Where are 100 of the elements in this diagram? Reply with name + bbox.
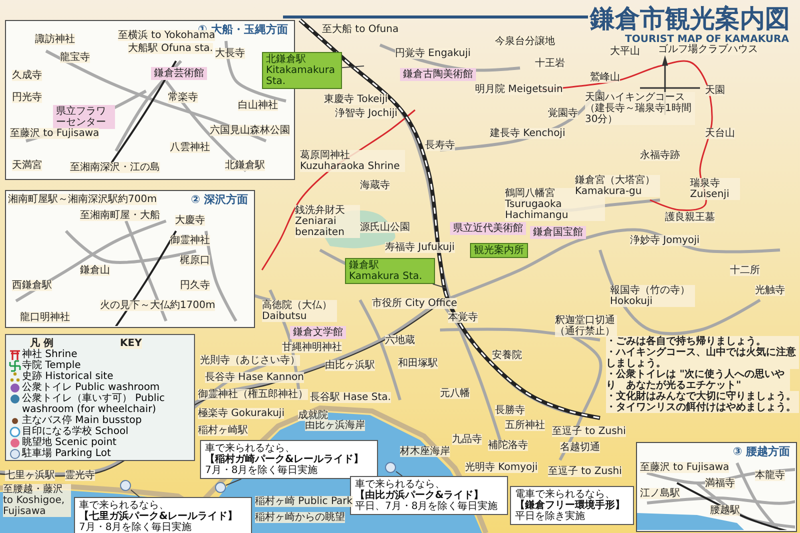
- place-label: 安養院: [492, 350, 522, 361]
- place-label: 稲村ヶ崎 Public Park: [255, 496, 353, 507]
- place-label: 東慶寺 Tokeiji: [324, 94, 388, 105]
- place-label: 由比ヶ浜海岸: [305, 420, 365, 431]
- place-label: 八雲神社: [170, 142, 210, 153]
- callout-box: [74, 497, 252, 533]
- box-label: Kitakamakura Sta.: [266, 65, 336, 87]
- box-label: 鎌倉国宝館: [533, 227, 583, 238]
- place-label: 火の見下～大仏約1700m: [100, 300, 216, 311]
- callout-box: [510, 486, 634, 525]
- leader-line: [342, 66, 364, 68]
- place-label: 鷲峰山: [590, 72, 620, 83]
- place-label: 円久寺: [180, 280, 210, 291]
- place-label: 至逗子 to Zushi: [548, 466, 622, 477]
- place-label: 諏訪神社: [35, 34, 75, 45]
- place-label: 大船駅 Ofuna sta.: [128, 43, 213, 54]
- place-label: 光触寺: [755, 285, 785, 296]
- place-label: 十二所: [730, 265, 760, 276]
- place-label: 天台山: [705, 128, 735, 139]
- place-label: 本覚寺: [448, 312, 478, 323]
- place-label: 覚園寺: [548, 108, 578, 119]
- place-label: 本龍寺: [755, 470, 785, 481]
- place-label: 今泉台分譲地: [495, 36, 555, 47]
- place-label: 至大船 to Ofuna: [322, 24, 399, 35]
- note-text: ・文化財はみんなで大切に守りましょう。: [606, 391, 799, 402]
- place-label: 至逗子 to Zushi: [552, 426, 626, 437]
- callout-text: 【鎌倉フリー環境手形】: [515, 500, 626, 511]
- place-label: 建長寺 Kenchoji: [490, 128, 566, 139]
- place-label: 至湘南深沢・江の島: [70, 162, 160, 173]
- callout-text: 車で来られるなら、: [79, 500, 170, 511]
- place-label: 天満宮: [12, 160, 42, 171]
- place-label: 満福寺: [705, 478, 735, 489]
- box-label: 北鎌倉駅: [266, 54, 307, 65]
- place-label: 高徳院（大仏） Daibutsu: [262, 300, 337, 322]
- place-label: 白山神社: [238, 100, 278, 111]
- place-label: 寿福寺 Jufukuji: [385, 242, 455, 253]
- box-label: 県立近代美術館: [453, 223, 523, 234]
- legend-text: 神社 Shrine: [22, 349, 78, 360]
- place-label: 長谷駅 Hase Sta.: [310, 392, 391, 403]
- place-label: 常楽寺: [168, 92, 198, 103]
- callout-text: 【稲村ガ崎パーク&レールライド】: [205, 454, 365, 465]
- place-label: 御霊神社: [170, 235, 210, 246]
- place-label: 五所神社: [505, 420, 545, 431]
- place-label: 湘南町屋駅～湘南深沢駅約700m: [8, 194, 157, 205]
- place-label: 北鎌倉駅: [225, 160, 265, 171]
- place-label: 霊光寺: [65, 470, 95, 481]
- place-label: 鎌倉山: [80, 265, 110, 276]
- place-label: 天園ハイキングコース（建長寺～瑞泉寺1時間30分）: [585, 92, 695, 125]
- place-label: 六国見山森林公園: [210, 125, 290, 136]
- place-label: 海蔵寺: [360, 180, 390, 191]
- station-label-box: [345, 258, 435, 284]
- box-label: 鎌倉文学館: [293, 327, 343, 338]
- place-label: 元八幡: [440, 388, 470, 399]
- parking-icon: [215, 482, 226, 493]
- place-label: 釈迦堂口切通（通行禁止）: [555, 315, 617, 337]
- callout-text: 車で来られるなら、: [355, 479, 446, 490]
- legend-text: 主なバス停 Main busstop: [22, 415, 143, 426]
- station-label-box: [470, 243, 528, 258]
- place-label: 光則寺（あじさい寺）: [200, 355, 300, 366]
- box-label: 鎌倉古陶美術館: [403, 69, 473, 80]
- inset-heading: ③ 腰越方面: [732, 446, 790, 457]
- note-text: ・公衆トイレは "次に使う人への思いやり あなたが光るエチケット": [606, 369, 790, 391]
- leader-line: [396, 471, 403, 476]
- museum-label-box: [290, 326, 346, 339]
- callout-text: 電車で来られるなら、: [515, 489, 615, 500]
- place-label: 由比ヶ浜駅: [325, 360, 375, 371]
- note-text: ・タイワンリスの餌付けはやめましょう。: [606, 402, 799, 413]
- place-label: 長勝寺: [495, 405, 525, 416]
- map-title: 鎌倉市観光案内図: [590, 3, 790, 34]
- place-label: 大平山: [610, 46, 640, 57]
- callout-text: 7月・8月を除く毎日実施: [205, 465, 319, 476]
- place-label: 銭洗弁財天 Zeniarai benzaiten: [295, 205, 360, 238]
- place-label: 十王岩: [535, 58, 565, 69]
- place-label: 至湘南町屋・大船: [80, 210, 160, 221]
- place-label: 大長寺: [215, 48, 245, 59]
- museum-label-box: [400, 68, 476, 81]
- place-label: 六地蔵: [385, 335, 415, 346]
- callout-text: 車で来られるなら、: [205, 443, 296, 454]
- place-label: 明月院 Meigetsuin: [475, 84, 563, 95]
- key-heading: KEY: [120, 338, 142, 349]
- legend-text: 眺望地 Scenic point: [22, 437, 118, 448]
- inset-map-panel: [636, 442, 797, 532]
- place-label: 至藤沢 to Fujisawa: [10, 128, 100, 139]
- place-label: 稲村ヶ崎からの眺望: [255, 512, 345, 523]
- callout-box: [200, 440, 378, 479]
- place-label: 龍宝寺: [60, 52, 90, 63]
- callout-text: 【由比ガ浜パーク&ライド】: [355, 490, 484, 501]
- legend-text: 史跡 Historical site: [22, 371, 114, 382]
- box-label: 県立フラワーセンター: [56, 106, 107, 128]
- museum-label-box: [53, 105, 115, 129]
- place-label: 西鎌倉駅: [12, 280, 52, 291]
- place-label: 永福寺跡: [640, 150, 680, 161]
- place-label: 護良親王墓: [665, 212, 715, 223]
- leader-line: [432, 284, 446, 288]
- place-label: 名越切通: [560, 442, 600, 453]
- callout-text: 平日を除き実施: [515, 511, 586, 522]
- callout-text: 平日、7月・8月を除く毎日実施: [355, 501, 499, 512]
- callout-text: 【七里ガ浜パーク&レールライド】: [79, 511, 239, 522]
- place-label: 腰越駅: [710, 505, 740, 516]
- box-label: 鎌倉芸術館: [154, 68, 204, 79]
